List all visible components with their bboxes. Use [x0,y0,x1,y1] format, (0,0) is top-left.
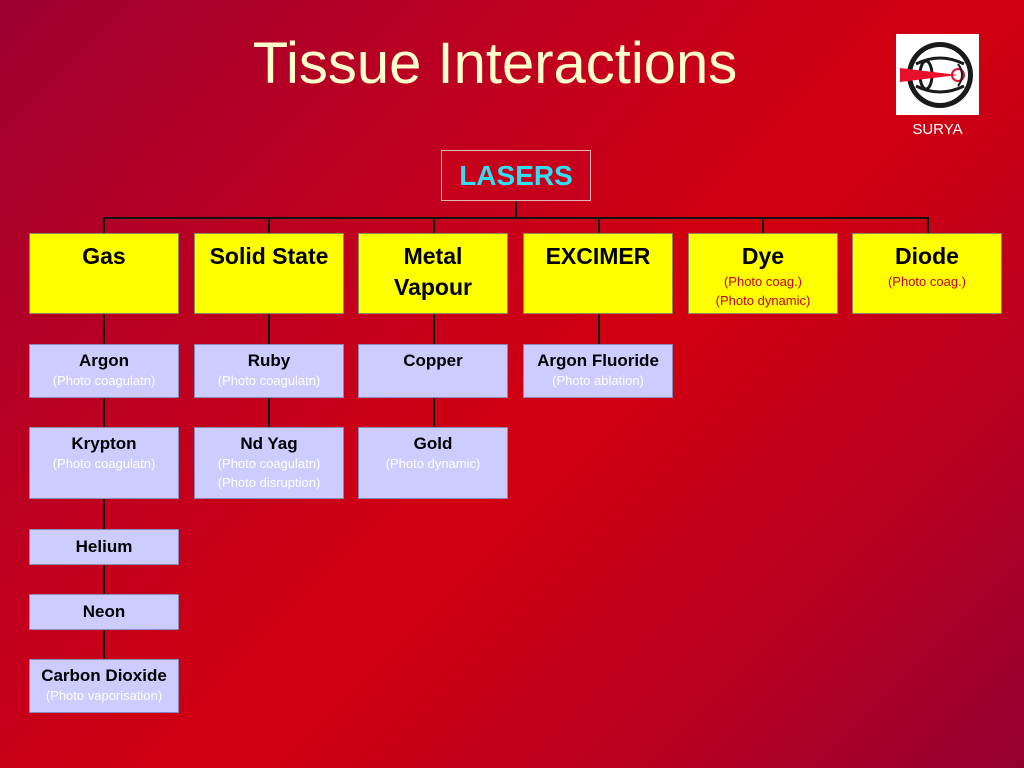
item-gold: Gold (Photo dynamic) [358,427,508,499]
drop-connector-dye [762,218,764,234]
item-name: Argon [78,351,130,370]
item-sub: (Photo coagulatn) [217,373,321,388]
category-metal-vapour: Metal Vapour [358,233,508,314]
item-name: Neon [82,602,126,621]
category-sub: (Photo coag.) [723,274,803,289]
item-sub: (Photo coagulatn) [52,373,156,388]
horizontal-connector [103,217,929,219]
root-connector [515,201,517,218]
item-name: Gold [413,434,453,453]
item-sub: (Photo ablation) [552,373,644,388]
item-name: Helium [75,537,133,556]
category-sub: (Photo coag.) [887,274,967,289]
category-solid-state: Solid State [194,233,344,314]
category-name: EXCIMER [545,243,651,269]
drop-connector-gas [103,218,105,234]
item-nd-yag: Nd Yag (Photo coagulatn) (Photo disrupti… [194,427,344,499]
drop-connector-solid-state [268,218,270,234]
category-name: Metal Vapour [394,243,472,300]
excimer-column-connector [598,314,600,344]
logo-caption: SURYA [912,121,963,138]
drop-connector-excimer [598,218,600,234]
item-helium: Helium [29,529,179,565]
item-krypton: Krypton (Photo coagulatn) [29,427,179,499]
category-name: Diode [895,243,959,269]
slide-title: Tissue Interactions [252,31,738,96]
category-dye: Dye (Photo coag.) (Photo dynamic) [688,233,838,314]
item-carbon-dioxide: Carbon Dioxide (Photo vaporisation) [29,659,179,713]
item-neon: Neon [29,594,179,630]
category-name: Gas [82,243,126,269]
item-name: Carbon Dioxide [41,666,167,685]
category-name: Solid State [209,243,329,269]
category-diode: Diode (Photo coag.) [852,233,1002,314]
category-excimer: EXCIMER [523,233,673,314]
item-copper: Copper [358,344,508,398]
item-argon-fluoride: Argon Fluoride (Photo ablation) [523,344,673,398]
item-sub: (Photo coagulatn) [52,456,156,471]
item-argon: Argon (Photo coagulatn) [29,344,179,398]
surya-logo [896,34,979,115]
item-name: Copper [403,351,463,370]
root-node-lasers: LASERS [441,150,591,201]
category-sub: (Photo dynamic) [715,293,811,308]
drop-connector-diode [927,218,929,234]
drop-connector-metal-vapour [433,218,435,234]
item-sub: (Photo coagulatn) [217,456,321,471]
item-ruby: Ruby (Photo coagulatn) [194,344,344,398]
category-name: Dye [741,243,785,269]
item-name: Argon Fluoride [537,351,659,370]
item-sub: (Photo disruption) [217,475,321,490]
eye-laser-logo-icon [900,38,975,111]
item-name: Ruby [247,351,291,370]
item-name: Krypton [71,434,137,453]
item-sub: (Photo vaporisation) [45,688,163,703]
item-name: Nd Yag [240,434,298,453]
item-sub: (Photo dynamic) [385,456,481,471]
category-gas: Gas [29,233,179,314]
